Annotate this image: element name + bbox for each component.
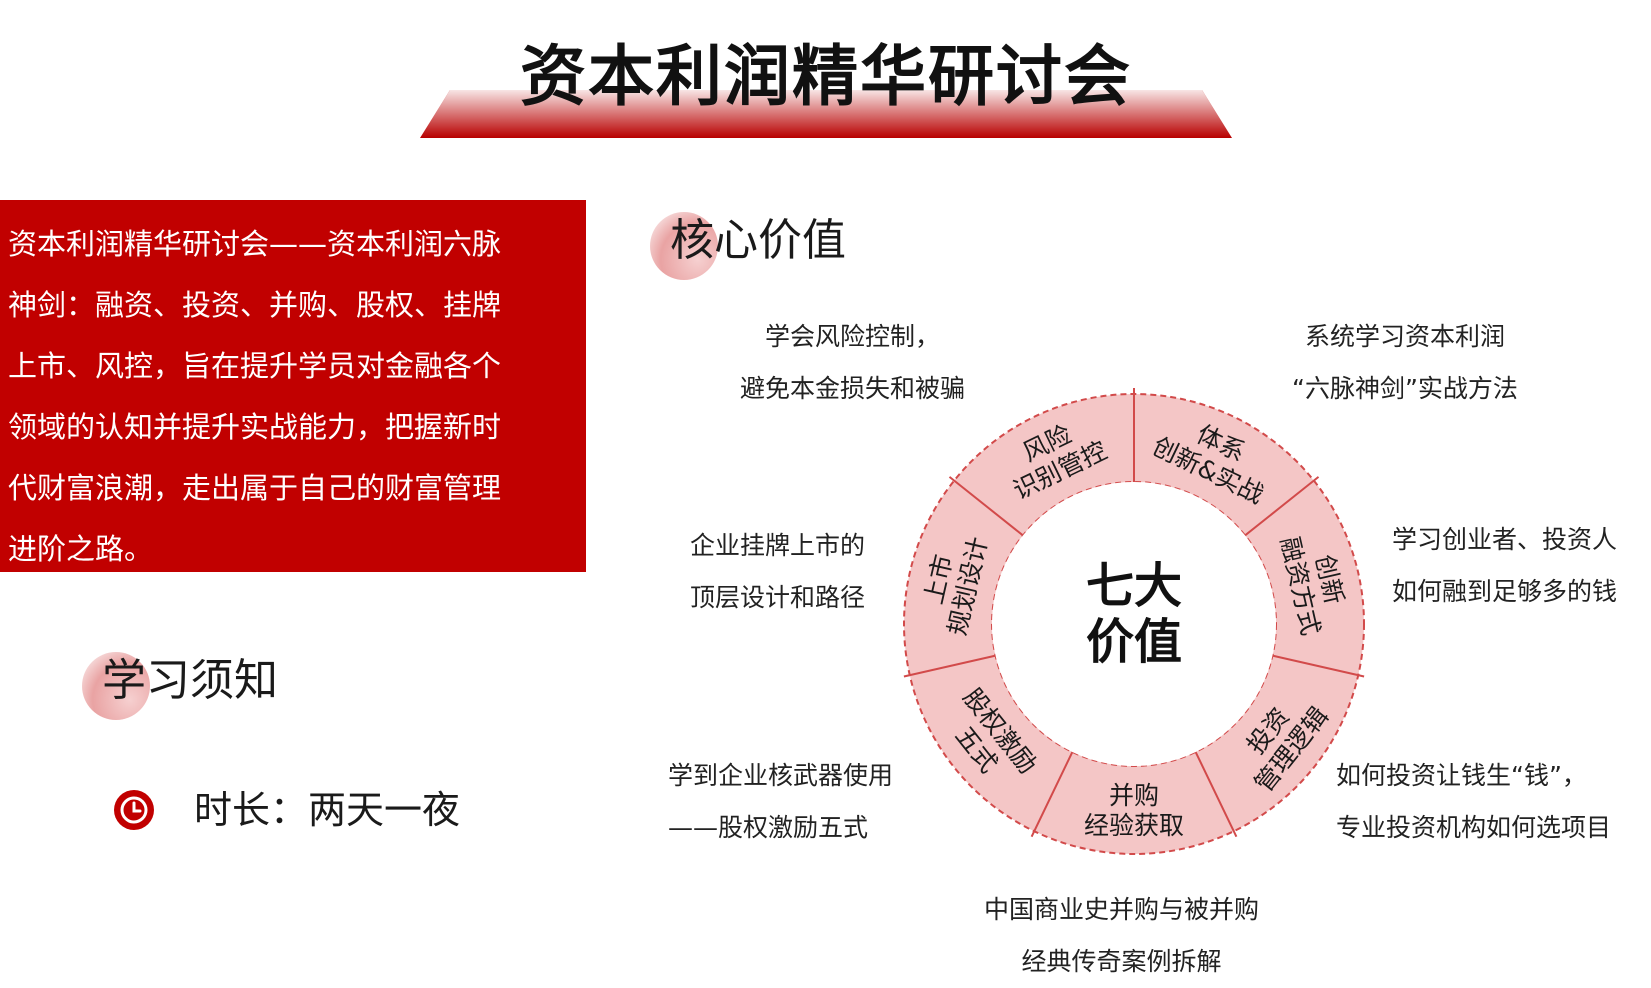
study-notice-heading: 学习须知	[82, 646, 322, 720]
ring-segment-label: 经验获取	[1084, 811, 1184, 840]
wheel-center: 七大 价值	[992, 482, 1276, 766]
desc-financing: 学习创业者、投资人 如何融到足够多的钱	[1392, 514, 1617, 618]
duration-text: 时长：两天一夜	[194, 788, 461, 832]
desc-line: 学习创业者、投资人	[1392, 525, 1618, 554]
desc-line: 避免本金损失和被骗	[740, 374, 966, 403]
ring-divider	[1194, 751, 1238, 838]
ring-dividers	[903, 388, 1365, 838]
heading-accent	[82, 652, 150, 720]
desc-line: 专业投资机构如何选项目	[1336, 813, 1612, 842]
desc-line: 如何投资让钱生“钱”，	[1336, 761, 1587, 790]
desc-line: 如何融到足够多的钱	[1392, 577, 1618, 606]
desc-line: “六脉神剑”实战方法	[1292, 374, 1518, 403]
intro-line: 代财富浪潮，走出属于自己的财富管理	[8, 471, 502, 505]
ring-divider	[1272, 654, 1365, 678]
core-value-heading: 核心价值	[650, 206, 890, 280]
desc-equity: 学到企业核武器使用 ——股权激励五式	[668, 750, 893, 854]
desc-line: 中国商业史并购与被并购	[984, 895, 1260, 924]
intro-line: 上市、风控，旨在提升学员对金融各个	[8, 349, 502, 383]
intro-line: 进阶之路。	[8, 532, 154, 566]
desc-merger: 中国商业史并购与被并购 经典传奇案例拆解	[984, 884, 1259, 988]
desc-line: 系统学习资本利润	[1304, 322, 1505, 351]
ring-divider	[1030, 751, 1074, 838]
ring-band	[904, 394, 1364, 854]
ring-divider	[948, 476, 1024, 537]
ring-divider	[903, 654, 996, 678]
ring-divider	[1244, 476, 1320, 537]
center-label-line: 七大	[1086, 558, 1182, 614]
desc-line: 学到企业核武器使用	[668, 761, 894, 790]
desc-investment: 如何投资让钱生“钱”， 专业投资机构如何选项目	[1336, 750, 1611, 854]
title-banner: 资本利润精华研讨会	[420, 30, 1232, 140]
center-label-line: 价值	[1086, 614, 1182, 670]
desc-line: ——股权激励五式	[668, 813, 869, 842]
desc-line: 顶层设计和路径	[690, 583, 866, 612]
desc-listing: 企业挂牌上市的 顶层设计和路径	[690, 520, 865, 624]
ring-segment-label: 并购	[1109, 781, 1159, 810]
desc-system: 系统学习资本利润 “六脉神剑”实战方法	[1292, 311, 1518, 415]
desc-line: 经典传奇案例拆解	[1021, 947, 1222, 976]
intro-line: 领域的认知并提升实战能力，把握新时	[8, 410, 502, 444]
desc-line: 学会风险控制，	[765, 322, 941, 351]
heading-accent	[650, 212, 718, 280]
page-title: 资本利润精华研讨会	[520, 38, 1132, 115]
banner-ribbon	[420, 90, 1232, 138]
study-notice-title: 学习须知	[102, 655, 278, 706]
core-value-title: 核心价值	[670, 215, 846, 266]
desc-risk: 学会风险控制， 避免本金损失和被骗	[740, 311, 965, 415]
intro-line: 神剑：融资、投资、并购、股权、挂牌	[8, 288, 502, 322]
clock-icon	[114, 790, 154, 830]
intro-box: 资本利润精华研讨会——资本利润六脉 神剑：融资、投资、并购、股权、挂牌 上市、风…	[0, 200, 586, 572]
intro-line: 资本利润精华研讨会——资本利润六脉	[8, 227, 502, 261]
desc-line: 企业挂牌上市的	[690, 531, 866, 560]
